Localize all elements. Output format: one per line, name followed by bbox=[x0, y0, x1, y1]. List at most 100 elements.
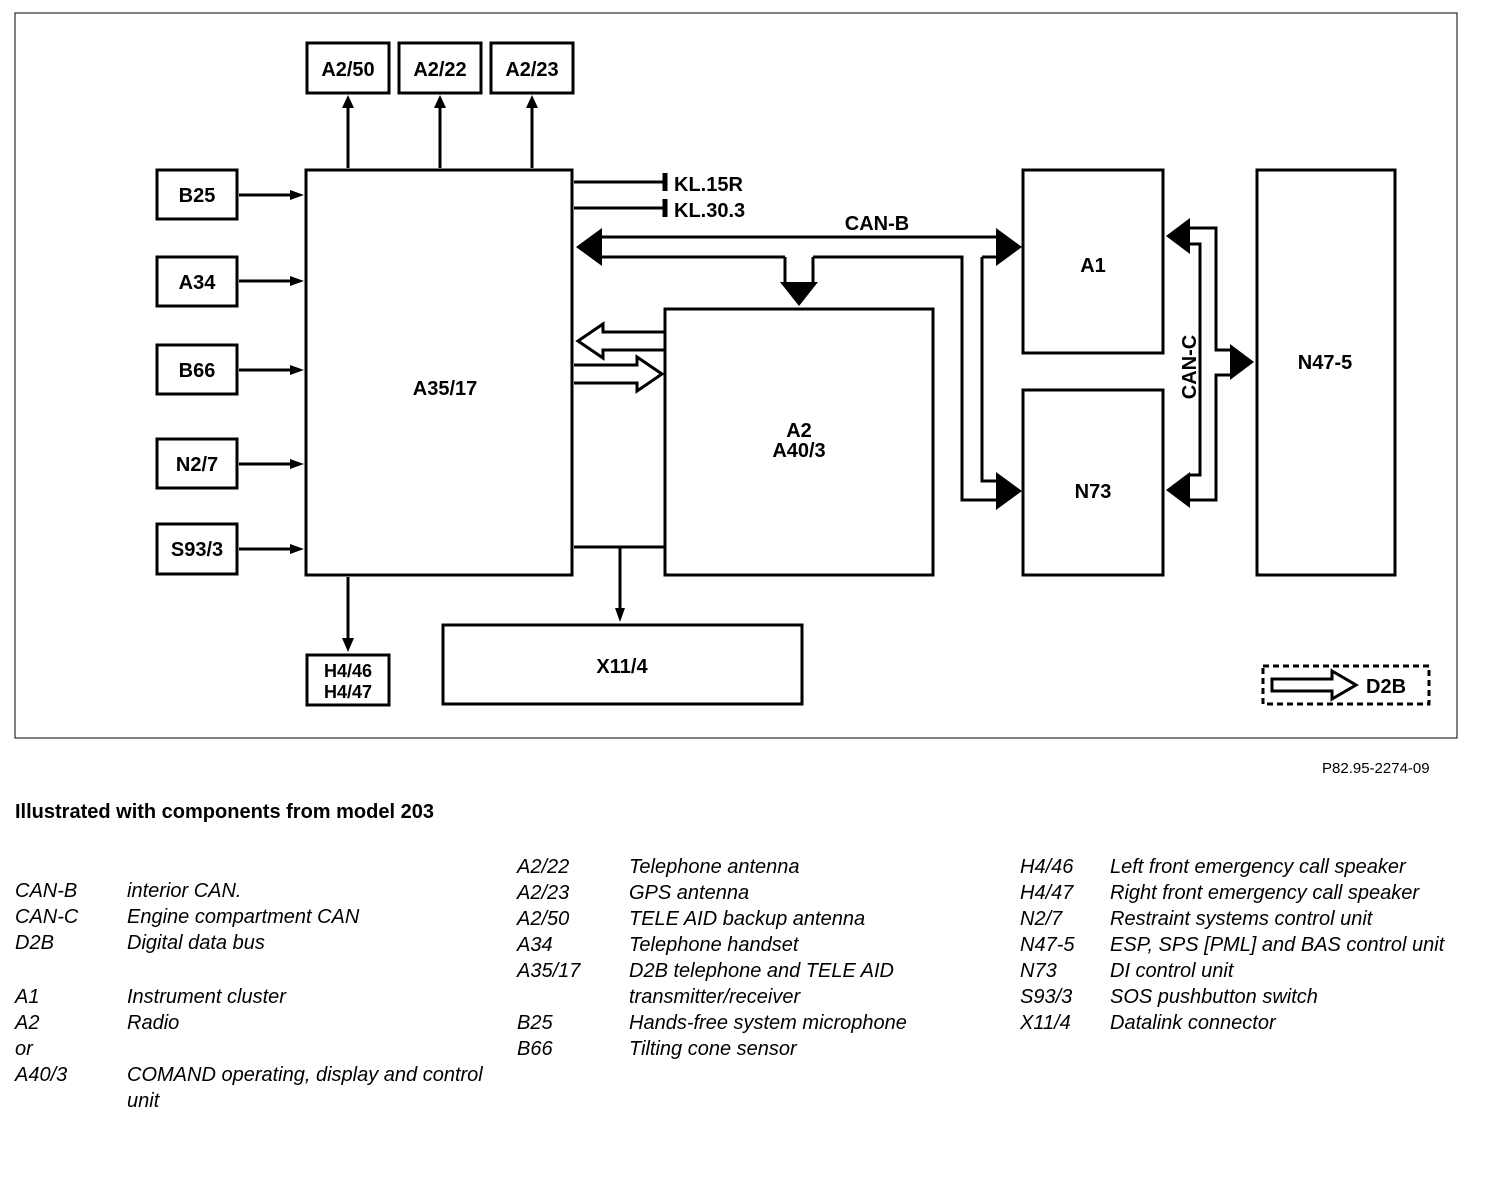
can-c-label: CAN-C bbox=[1179, 335, 1201, 399]
component-b25: B25 bbox=[155, 168, 239, 221]
d2b-links bbox=[574, 321, 665, 394]
component-a40-3-label: A40/3 bbox=[772, 440, 825, 462]
legend-entry: N73 DI control unit bbox=[1020, 958, 1480, 984]
component-n73-label: N73 bbox=[1075, 481, 1112, 503]
legend-entry: X11/4 Datalink connector bbox=[1020, 1010, 1480, 1036]
component-a1-label: A1 bbox=[1080, 255, 1106, 277]
legend-description: DI control unit bbox=[1110, 960, 1234, 982]
component-a2-a40-3: A2 A40/3 bbox=[663, 307, 935, 577]
input-arrows bbox=[239, 190, 304, 554]
legend-entry: A2/50 TELE AID backup antenna bbox=[517, 906, 997, 932]
legend-code: A2/50 bbox=[517, 908, 570, 930]
legend-code: N73 bbox=[1020, 960, 1057, 982]
component-a2-label: A2 bbox=[786, 420, 812, 442]
datalink-line bbox=[574, 545, 664, 622]
component-b66: B66 bbox=[155, 343, 239, 396]
speaker-arrow bbox=[342, 577, 354, 652]
legend-description: Hands-free system microphone bbox=[629, 1012, 907, 1034]
legend-description: COMAND operating, display and control un… bbox=[127, 1064, 483, 1112]
component-n2-7-label: N2/7 bbox=[176, 454, 218, 476]
component-a2-50-label: A2/50 bbox=[321, 59, 374, 81]
legend-entry: A2/23 GPS antenna bbox=[517, 880, 997, 906]
d2b-key: D2B bbox=[1261, 664, 1431, 706]
legend-description: Radio bbox=[127, 1012, 180, 1034]
antenna-arrows bbox=[342, 95, 538, 168]
legend-code: A35/17 bbox=[517, 960, 581, 982]
legend-code: B25 bbox=[517, 1012, 553, 1034]
component-a2-23: A2/23 bbox=[489, 41, 575, 95]
component-b66-label: B66 bbox=[179, 360, 216, 382]
legend-code: A2 bbox=[15, 1012, 40, 1034]
component-h4-46-label: H4/46 bbox=[324, 661, 372, 681]
component-a34-label: A34 bbox=[179, 272, 217, 294]
component-b25-label: B25 bbox=[179, 185, 216, 207]
legend-code: H4/47 bbox=[1020, 882, 1074, 904]
diagram-frame bbox=[14, 12, 1458, 739]
component-a2-23-label: A2/23 bbox=[505, 59, 558, 81]
legend-description: Engine compartment CAN bbox=[127, 906, 360, 928]
legend-code: N2/7 bbox=[1020, 908, 1063, 930]
legend-code: D2B bbox=[15, 932, 54, 954]
legend-entry: B25 Hands-free system microphone bbox=[517, 1010, 997, 1036]
component-s93-3-label: S93/3 bbox=[171, 539, 223, 561]
legend-code: A2/23 bbox=[517, 882, 570, 904]
legend-entry: CAN-C Engine compartment CAN bbox=[15, 904, 495, 930]
can-b-bus: CAN-B bbox=[576, 213, 1022, 510]
legend-description: Right front emergency call speaker bbox=[1110, 882, 1420, 904]
terminal-kl15r-label: KL.15R bbox=[674, 174, 743, 196]
legend-code: A34 bbox=[517, 934, 553, 956]
component-n47-5-label: N47-5 bbox=[1298, 352, 1352, 374]
component-a35-17-label: A35/17 bbox=[413, 378, 478, 400]
component-a1: A1 bbox=[1021, 168, 1165, 355]
legend-code: B66 bbox=[517, 1038, 553, 1060]
component-n2-7: N2/7 bbox=[155, 437, 239, 490]
can-c-bus: CAN-C bbox=[1166, 218, 1254, 508]
legend-entry: H4/47 Right front emergency call speaker bbox=[1020, 880, 1480, 906]
legend-description: Tilting cone sensor bbox=[629, 1038, 797, 1060]
legend-entry: A2 Radio bbox=[15, 1010, 495, 1036]
power-terminals: KL.15R KL.30.3 bbox=[574, 173, 745, 222]
legend-entry: N47-5 ESP, SPS [PML] and BAS control unit bbox=[1020, 932, 1480, 958]
legend-entry bbox=[15, 956, 495, 984]
legend-description: GPS antenna bbox=[629, 882, 750, 904]
legend-description bbox=[127, 1036, 495, 1062]
legend-code: or bbox=[15, 1038, 33, 1060]
legend-code: A40/3 bbox=[15, 1064, 68, 1086]
legend-description: ESP, SPS [PML] and BAS control unit bbox=[1110, 934, 1445, 956]
component-a2-22: A2/22 bbox=[397, 41, 483, 95]
legend-code: CAN-B bbox=[15, 880, 78, 902]
legend-description: Datalink connector bbox=[1110, 1012, 1276, 1034]
component-a2-22-label: A2/22 bbox=[413, 59, 466, 81]
legend-description: Telephone handset bbox=[629, 934, 799, 956]
legend-code: A1 bbox=[15, 986, 40, 1008]
component-a35-17: A35/17 bbox=[304, 168, 574, 577]
legend-entry: A34 Telephone handset bbox=[517, 932, 997, 958]
legend-code: H4/46 bbox=[1020, 856, 1074, 878]
component-a34: A34 bbox=[155, 255, 239, 308]
legend-description: Restraint systems control unit bbox=[1110, 908, 1373, 930]
legend-description: Left front emergency call speaker bbox=[1110, 856, 1406, 878]
legend-code: CAN-C bbox=[15, 906, 79, 928]
legend-code: N47-5 bbox=[1020, 934, 1075, 956]
component-x11-4: X11/4 bbox=[441, 623, 804, 706]
component-s93-3: S93/3 bbox=[155, 522, 239, 576]
component-a2-50: A2/50 bbox=[305, 41, 391, 95]
legend-entry: A40/3 COMAND operating, display and contr… bbox=[15, 1062, 495, 1114]
legend-entry: H4/46 Left front emergency call speaker bbox=[1020, 854, 1480, 880]
legend-code: X11/4 bbox=[1020, 1012, 1071, 1034]
legend-description: Digital data bus bbox=[127, 932, 265, 954]
legend-entry: N2/7 Restraint systems control unit bbox=[1020, 906, 1480, 932]
component-h4-46-47: H4/46 H4/47 bbox=[305, 653, 391, 707]
legend-entry: D2B Digital data bus bbox=[15, 930, 495, 956]
component-x11-4-label: X11/4 bbox=[596, 656, 648, 678]
component-n73: N73 bbox=[1021, 388, 1165, 577]
legend-entry: B66 Tilting cone sensor bbox=[517, 1036, 997, 1062]
legend-description: TELE AID backup antenna bbox=[629, 908, 866, 930]
